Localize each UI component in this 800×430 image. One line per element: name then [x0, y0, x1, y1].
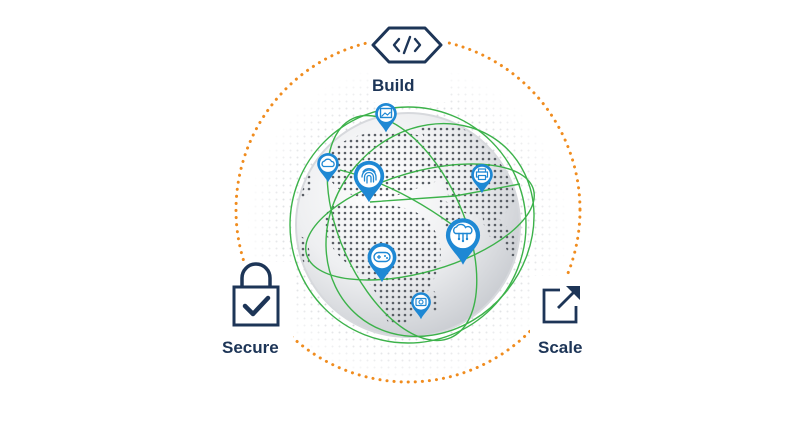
image-pin-icon — [375, 103, 397, 133]
gamepad-pin-icon — [367, 243, 397, 283]
fingerprint-pin-icon — [353, 160, 385, 203]
camera-pin-icon — [411, 292, 431, 320]
globe — [295, 112, 521, 338]
code-hexagon-icon — [371, 26, 443, 64]
build-label: Build — [372, 76, 415, 95]
green-network-lines — [289, 106, 535, 344]
secure-label: Secure — [222, 338, 279, 357]
printer-pin-icon — [471, 164, 493, 194]
external-link-icon — [542, 286, 580, 324]
cloud-pin-icon — [317, 153, 339, 183]
cloud-network-pin-icon — [445, 218, 481, 265]
padlock-check-icon — [232, 262, 280, 327]
scale-label: Scale — [538, 338, 583, 357]
